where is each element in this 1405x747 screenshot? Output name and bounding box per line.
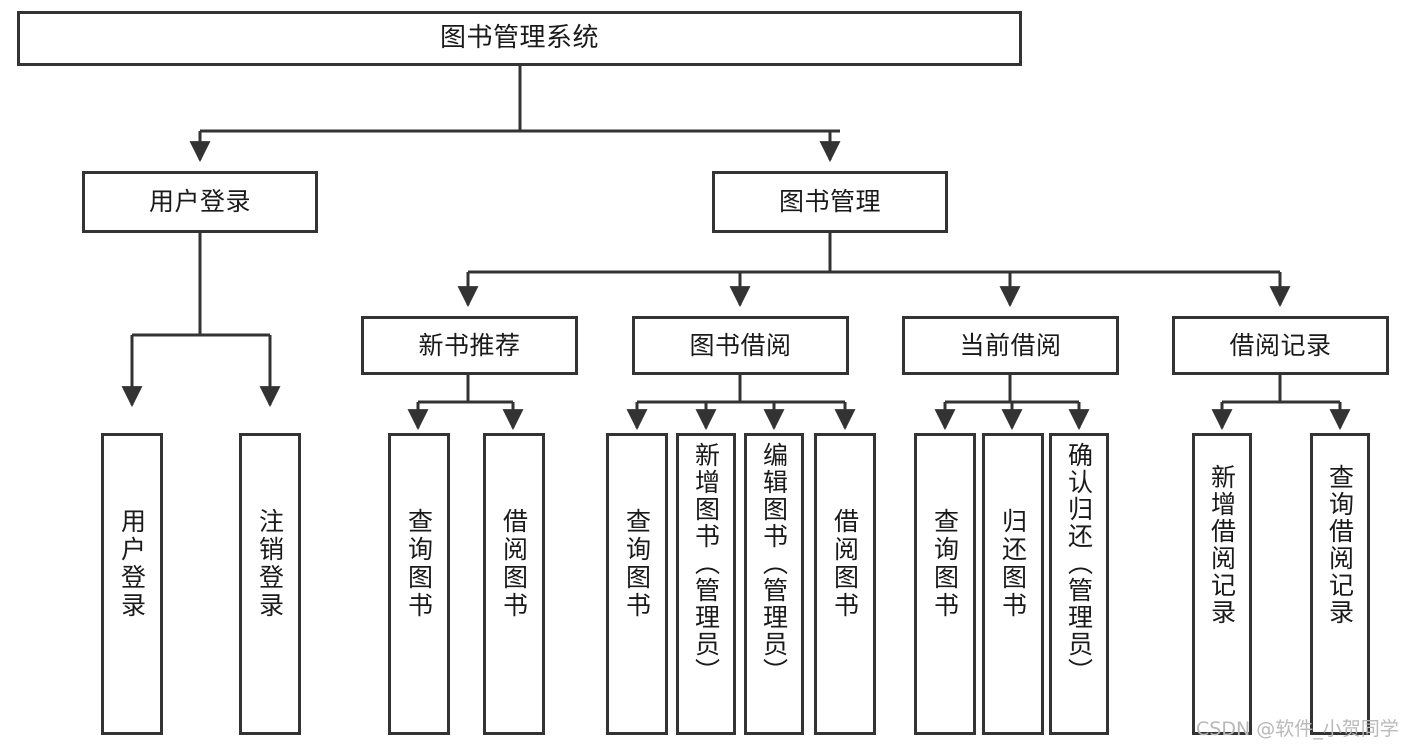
node-leaf-borrow-book-1-label: 借阅图书 (499, 508, 529, 620)
node-user-login[interactable]: 用户登录 (82, 171, 318, 233)
node-book-manage-label: 图书管理 (778, 187, 881, 217)
node-leaf-query-book-3-label: 查询图书 (930, 508, 960, 620)
node-leaf-confirm-return[interactable]: 确认归还（管理员） (1049, 433, 1109, 735)
node-root-label: 图书管理系统 (439, 23, 599, 54)
watermark: CSDN @软件_小贺同学 (1196, 718, 1399, 740)
node-leaf-borrow-book-2[interactable]: 借阅图书 (814, 433, 876, 735)
node-leaf-borrow-book-1[interactable]: 借阅图书 (483, 433, 545, 735)
node-leaf-return-book[interactable]: 归还图书 (982, 433, 1044, 735)
node-book-borrow-label: 图书借阅 (689, 330, 792, 360)
node-leaf-return-book-label: 归还图书 (998, 508, 1028, 620)
node-leaf-query-book-1[interactable]: 查询图书 (388, 433, 450, 735)
node-leaf-query-book-1-label: 查询图书 (404, 508, 434, 620)
node-borrow-record-label: 借阅记录 (1229, 330, 1332, 360)
node-new-book-recommend[interactable]: 新书推荐 (361, 316, 578, 375)
node-leaf-edit-book[interactable]: 编辑图书（管理员） (744, 433, 804, 735)
node-root[interactable]: 图书管理系统 (17, 11, 1022, 66)
node-leaf-user-login[interactable]: 用户登录 (101, 433, 163, 735)
node-book-borrow[interactable]: 图书借阅 (632, 316, 849, 375)
node-leaf-query-book-2[interactable]: 查询图书 (606, 433, 668, 735)
node-leaf-add-record[interactable]: 新增借阅记录 (1192, 433, 1252, 735)
node-borrow-record[interactable]: 借阅记录 (1172, 316, 1389, 375)
node-leaf-confirm-return-label: 确认归还（管理员） (1064, 442, 1094, 685)
node-leaf-query-book-2-label: 查询图书 (622, 508, 652, 620)
node-leaf-query-record[interactable]: 查询借阅记录 (1310, 433, 1370, 735)
node-current-borrow-label: 当前借阅 (959, 330, 1062, 360)
node-leaf-add-book[interactable]: 新增图书（管理员） (676, 433, 736, 735)
node-leaf-add-record-label: 新增借阅记录 (1207, 464, 1237, 626)
node-book-manage[interactable]: 图书管理 (712, 171, 948, 233)
node-user-login-label: 用户登录 (148, 187, 251, 217)
node-leaf-edit-book-label: 编辑图书（管理员） (759, 442, 789, 685)
node-leaf-user-logout[interactable]: 注销登录 (239, 433, 301, 735)
node-leaf-add-book-label: 新增图书（管理员） (691, 442, 721, 685)
node-leaf-query-record-label: 查询借阅记录 (1325, 464, 1355, 626)
node-leaf-user-logout-label: 注销登录 (255, 508, 285, 620)
node-leaf-borrow-book-2-label: 借阅图书 (830, 508, 860, 620)
node-leaf-user-login-label: 用户登录 (117, 508, 147, 620)
node-new-book-recommend-label: 新书推荐 (418, 330, 521, 360)
node-current-borrow[interactable]: 当前借阅 (902, 316, 1119, 375)
node-leaf-query-book-3[interactable]: 查询图书 (914, 433, 976, 735)
